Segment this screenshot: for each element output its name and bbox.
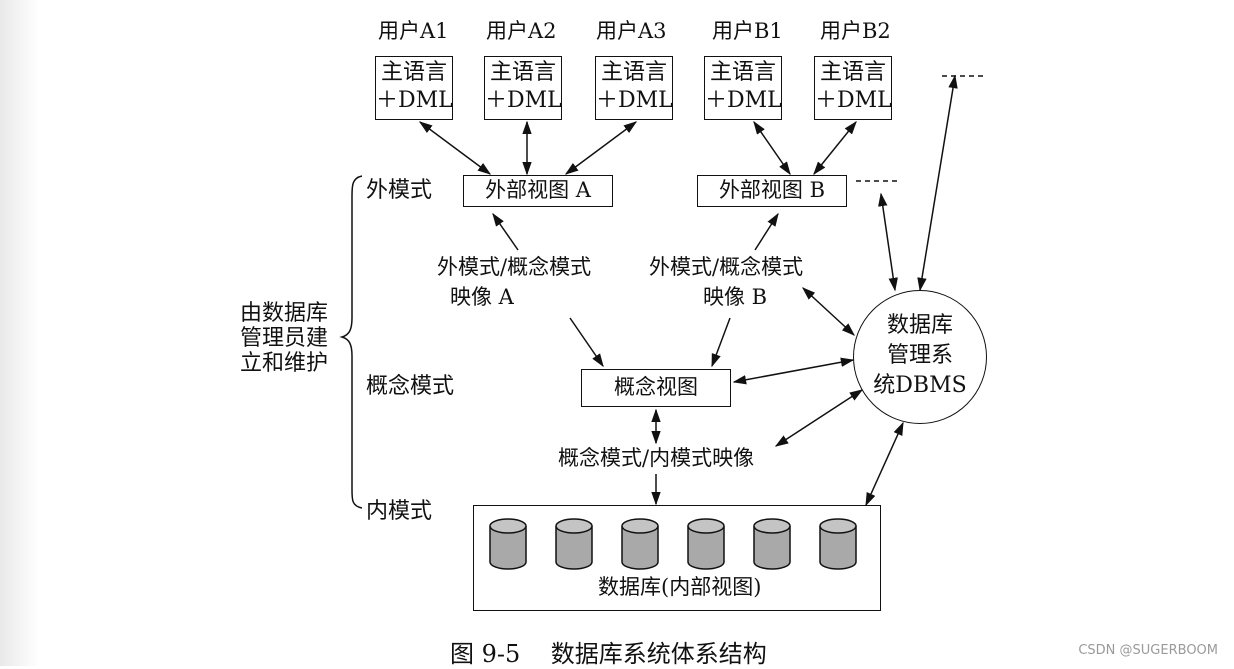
dml-label: ＋DML	[705, 88, 782, 113]
user-program-box-a3: 主语言 ＋DML	[595, 56, 673, 120]
user-a1-label: 用户A1	[378, 19, 449, 43]
left-brace	[339, 175, 363, 509]
arrow-dbms-mapping-b	[802, 287, 855, 336]
database-cylinder-icon	[819, 518, 857, 570]
dml-label: ＋DML	[485, 88, 562, 113]
arrow-b1-view-b	[753, 120, 791, 176]
user-program-box-b2: 主语言 ＋DML	[814, 56, 892, 120]
maintainer-line3: 立和维护	[240, 351, 329, 376]
arrow-a3-view-a	[564, 121, 638, 175]
database-cylinder-icon	[687, 518, 725, 570]
dbms-line2: 管理系	[886, 343, 953, 368]
dbms-line1: 数据库	[886, 313, 953, 338]
user-a3-label: 用户A3	[596, 19, 667, 43]
user-program-box-a2: 主语言 ＋DML	[484, 56, 562, 120]
dml-label: ＋DML	[376, 88, 453, 113]
database-cylinder-icon	[555, 518, 593, 570]
mapping-b-line1: 外模式/概念模式	[649, 255, 804, 279]
host-language-label: 主语言	[819, 60, 886, 85]
user-program-box-a1: 主语言 ＋DML	[375, 56, 453, 120]
external-view-b: 外部视图 B	[697, 175, 847, 207]
conceptual-internal-mapping: 概念模式/内模式映像	[558, 446, 755, 470]
dbms-line3: 统DBMS	[873, 373, 967, 398]
figure-caption: 图 9-5 数据库系统体系结构	[450, 640, 767, 668]
arrow-b2-view-b	[813, 120, 857, 176]
host-language-label: 主语言	[489, 60, 556, 85]
database-cylinder-icon	[621, 518, 659, 570]
arrow-dbms-top	[917, 74, 958, 292]
level-external: 外模式	[366, 178, 433, 203]
user-a2-label: 用户A2	[486, 19, 557, 43]
arrow-dbms-internal-map	[774, 389, 864, 447]
mapping-b-line2: 映像 B	[703, 285, 768, 309]
host-language-label: 主语言	[380, 60, 447, 85]
conceptual-view: 概念视图	[581, 369, 731, 407]
user-program-box-b1: 主语言 ＋DML	[704, 56, 782, 120]
host-language-label: 主语言	[600, 60, 667, 85]
arrow-view-b-mapping	[754, 212, 779, 251]
database-cylinder-icon	[489, 518, 527, 570]
arrow-dbms-view-b	[878, 192, 898, 292]
database-cylinder-icon	[753, 518, 791, 570]
level-conceptual: 概念模式	[366, 374, 455, 399]
dbms-circle: 数据库 管理系 统DBMS	[853, 290, 987, 424]
arrow-mapping-a-concept	[569, 317, 604, 368]
maintainer-line2: 管理员建	[240, 326, 329, 351]
database-label: 数据库(内部视图)	[598, 575, 762, 599]
user-b1-label: 用户B1	[712, 19, 783, 43]
level-internal: 内模式	[366, 499, 433, 524]
arrow-mapping-b-concept	[711, 317, 731, 368]
user-b2-label: 用户B2	[820, 19, 891, 43]
arrow-view-a-mapping	[492, 212, 519, 251]
left-edge-shade	[0, 0, 40, 666]
external-view-a: 外部视图 A	[463, 175, 613, 207]
maintainer-label: 由数据库 管理员建 立和维护	[240, 301, 328, 376]
mapping-a-line1: 外模式/概念模式	[437, 255, 592, 279]
dml-label: ＋DML	[596, 88, 673, 113]
database-cylinders	[489, 518, 857, 570]
database-box: 数据库(内部视图)	[473, 505, 881, 611]
watermark: CSDN @SUGERBOOM	[1078, 643, 1218, 658]
dml-label: ＋DML	[815, 88, 892, 113]
maintainer-line1: 由数据库	[240, 301, 329, 326]
arrow-dbms-concept	[732, 357, 855, 385]
host-language-label: 主语言	[709, 60, 776, 85]
arrow-dbms-db	[865, 421, 904, 507]
mapping-a-line2: 映像 A	[450, 285, 514, 309]
arrow-a1-view-a	[418, 121, 492, 175]
